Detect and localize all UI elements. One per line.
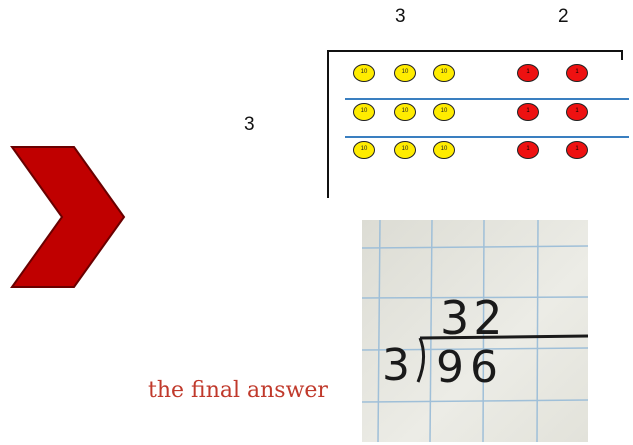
- chevron-right-icon: [8, 143, 128, 293]
- ten-disc: 10: [394, 64, 416, 82]
- one-disc: 1: [517, 141, 539, 159]
- groups-row-header: 3: [244, 114, 255, 136]
- handwritten-division-photo: 32 3 96: [362, 220, 588, 442]
- one-disc: 1: [566, 141, 588, 159]
- ten-disc: 10: [394, 141, 416, 159]
- ten-disc: 10: [353, 141, 375, 159]
- one-disc: 1: [517, 64, 539, 82]
- tens-column-header: 3: [395, 6, 406, 28]
- ones-column-header: 2: [558, 6, 569, 28]
- ten-disc: 10: [433, 103, 455, 121]
- divisor-text: 3: [382, 340, 410, 391]
- board-right-tick: [621, 50, 623, 60]
- place-value-board: 10 10 10 1 1 10 10 10 1 1 10 10 10 1 1: [327, 50, 627, 198]
- board-top-border: [327, 50, 623, 52]
- ten-disc: 10: [394, 103, 416, 121]
- chevron-shape: [12, 147, 124, 287]
- row-divider: [345, 98, 629, 100]
- division-bar: [420, 336, 588, 338]
- one-disc: 1: [566, 103, 588, 121]
- ten-disc: 10: [353, 64, 375, 82]
- board-left-border: [327, 50, 329, 198]
- dividend-text: 96: [436, 342, 504, 393]
- one-disc: 1: [566, 64, 588, 82]
- ten-disc: 10: [353, 103, 375, 121]
- ten-disc: 10: [433, 64, 455, 82]
- one-disc: 1: [517, 103, 539, 121]
- final-answer-caption: the final answer: [148, 378, 328, 403]
- ten-disc: 10: [433, 141, 455, 159]
- row-divider: [345, 136, 629, 138]
